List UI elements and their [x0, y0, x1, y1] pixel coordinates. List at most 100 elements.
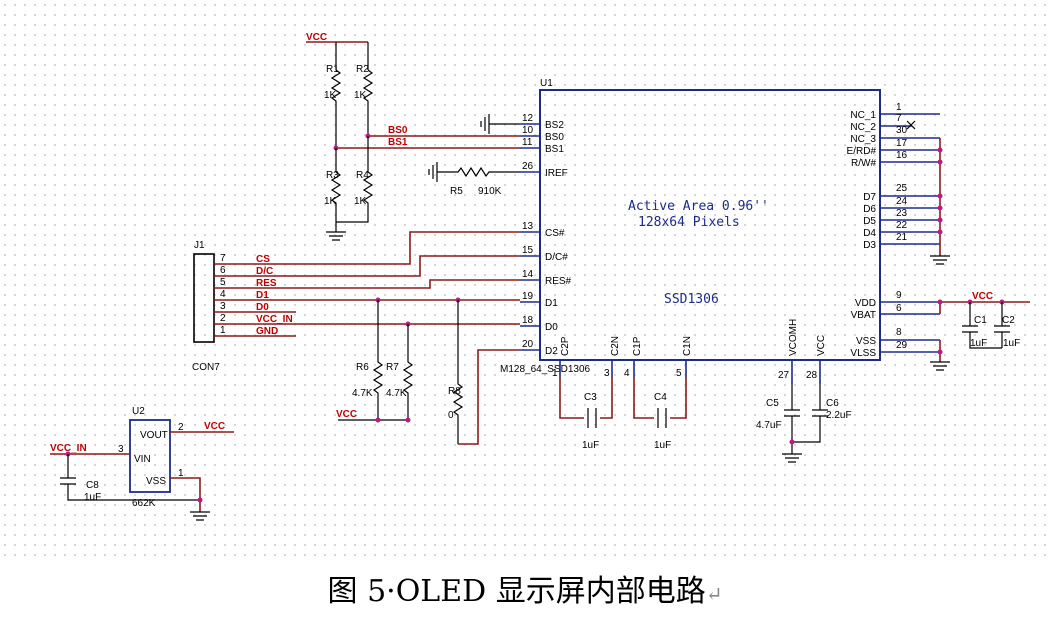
u2-pin-number: 2 [178, 422, 184, 433]
left-pin-names: BS2 BS0 BS1 IREF CS# D/C# RES# D1 D0 D2 [545, 120, 572, 357]
pin-number: 6 [220, 265, 226, 276]
pin-number: 4 [624, 368, 630, 379]
net-label-vcc-in: VCC_IN [50, 443, 87, 454]
net-label-bs0: BS0 [388, 125, 408, 136]
c5-c6-capacitors [784, 384, 828, 454]
pin-number: 15 [522, 245, 534, 256]
c6-ref: C6 [826, 398, 839, 409]
vdd-vcc-wire [939, 301, 1030, 314]
pin-number: 4 [220, 289, 226, 300]
u2-regulator-body [129, 419, 171, 493]
pin-number: 1 [896, 102, 902, 113]
ground-icon [190, 511, 210, 521]
j1-signal-wires [214, 231, 520, 337]
pin-name: VLSS [850, 348, 876, 359]
u1-ref: U1 [540, 78, 553, 89]
pin-number: 3 [604, 368, 610, 379]
pin-number: 19 [522, 291, 534, 302]
net-label: GND [256, 326, 278, 337]
pin-number: 13 [522, 221, 534, 232]
pin-name: D3 [863, 240, 876, 251]
pin-name: D5 [863, 216, 876, 227]
ground-icon [930, 255, 950, 265]
junction [937, 299, 943, 305]
pin-name: VCOMH [788, 319, 799, 356]
active-area-label: Active Area 0.96'' [628, 199, 769, 214]
net-label: RES [256, 278, 277, 289]
r4-resistor [336, 136, 374, 223]
c8-value: 1uF [84, 492, 101, 503]
u2-ref: U2 [132, 406, 145, 417]
c3-wires [559, 378, 613, 419]
pin-number: 23 [896, 208, 908, 219]
pin-name: VSS [856, 336, 876, 347]
r1-resistor [330, 69, 342, 148]
r6-ref: R6 [356, 362, 369, 373]
pin-name: E/RD# [847, 146, 877, 157]
u2-pin-name: VSS [146, 476, 166, 487]
vss-wire [170, 477, 201, 512]
r5-resistor [428, 162, 520, 182]
right-pin-numbers: 1 7 30 17 16 25 24 23 22 21 9 6 8 29 [896, 102, 908, 351]
c5-ref: C5 [766, 398, 779, 409]
pin-name: C1P [632, 336, 643, 356]
resolution-label: 128x64 Pixels [638, 215, 740, 230]
pin-name: BS2 [545, 120, 564, 131]
pin-number: 1 [552, 368, 558, 379]
pin-name: IREF [545, 168, 568, 179]
caption-text: 图 5·OLED 显示屏内部电路 [327, 574, 706, 609]
junction [405, 417, 411, 423]
net-label-vcc-right: VCC [972, 291, 993, 302]
pin-number: 20 [522, 339, 534, 350]
pin-number: 2 [220, 313, 226, 324]
junction [937, 349, 943, 355]
r3-value: 1K [324, 196, 337, 207]
right-pin-leads [880, 113, 940, 353]
no-connect-icon [906, 120, 916, 130]
ground-icon [782, 453, 802, 463]
junction [937, 159, 943, 165]
junction [375, 417, 381, 423]
r8-value: 0 [448, 410, 454, 421]
r2-resistor [362, 69, 374, 136]
pin-number: 5 [676, 368, 682, 379]
r6-r7-resistors [338, 300, 414, 421]
r7-ref: R7 [386, 362, 399, 373]
figure-caption: 图 5·OLED 显示屏内部电路↵ [0, 566, 1050, 610]
r8-ref: R8 [448, 386, 461, 397]
bottom-pin-names: C2P C2N C1P C1N VCOMH VCC [560, 319, 827, 356]
return-mark-icon: ↵ [705, 582, 723, 606]
pin-number: 29 [896, 340, 908, 351]
junction [789, 439, 795, 445]
pin-number: 10 [522, 125, 534, 136]
r4-ref: R4 [356, 170, 369, 181]
pin-name: D/C# [545, 252, 568, 263]
junction [937, 217, 943, 223]
junction [937, 193, 943, 199]
net-label-vcc-pullup: VCC [336, 409, 357, 420]
pin-number: 6 [896, 303, 902, 314]
pin-name: D7 [863, 192, 876, 203]
pin-number: 28 [806, 370, 818, 381]
pin-number: 3 [220, 301, 226, 312]
c6-value: 2.2uF [826, 410, 852, 421]
pin-number: 25 [896, 183, 908, 194]
net-label-bs1: BS1 [388, 137, 408, 148]
c8-capacitor [60, 454, 200, 501]
pin-number: 22 [896, 220, 908, 231]
pin-number: 5 [220, 277, 226, 288]
pin-name: D6 [863, 204, 876, 215]
r8-resistor [452, 300, 464, 444]
u2-pin-name: VOUT [140, 430, 168, 441]
c3-capacitor [587, 408, 597, 428]
net-label: D0 [256, 302, 269, 313]
pin-name: C2P [560, 336, 571, 356]
bottom-pin-leads [559, 360, 821, 384]
pin-name: RES# [545, 276, 572, 287]
right-pin-names: NC_1 NC_2 NC_3 E/RD# R/W# D7 D6 D5 D4 D3… [847, 110, 877, 359]
r1-value: 1K [324, 90, 337, 101]
c3-ref: C3 [584, 392, 597, 403]
net-label: CS [256, 254, 270, 265]
r5-value: 910K [478, 186, 502, 197]
j1-net-labels: CS D/C RES D1 D0 VCC_IN GND [256, 254, 293, 337]
